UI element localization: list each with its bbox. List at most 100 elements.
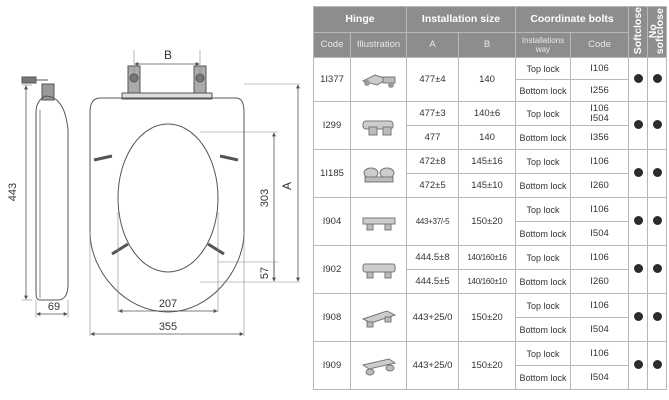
table-row: Bottom lock I504 [314, 365, 667, 391]
bumper-left-bottom [111, 242, 129, 256]
bolt-code: I504 [570, 317, 630, 343]
hinge-185-illustration [363, 167, 394, 183]
hinge-illustration [349, 293, 408, 343]
hinge-illustration [349, 57, 408, 103]
no-softclose-dot [647, 149, 668, 199]
softclose-dot [628, 245, 649, 295]
hinge-377-illustration [361, 74, 395, 88]
size-b: 145±16 [458, 149, 517, 175]
bolt-code: I256 [570, 79, 630, 103]
bolt-code: I106 [570, 149, 630, 175]
size-b: 150±20 [458, 197, 517, 247]
hinge-code: I902 [313, 245, 351, 295]
install-way: Bottom lock [515, 269, 572, 295]
subheader-bolt-code: Code [570, 31, 630, 59]
size-a: 443+25/0 [406, 341, 460, 391]
no-softclose-dot [647, 293, 668, 343]
front-view [89, 65, 245, 313]
bolt-code: I106 [570, 341, 630, 367]
hinge-illustration [349, 341, 408, 391]
hinge-908-illustration [361, 310, 396, 328]
size-a: 477±4 [406, 57, 460, 103]
hinge-902-illustration [362, 263, 395, 279]
dim-303-label: 303 [259, 189, 271, 207]
install-way: Top lock [515, 57, 572, 81]
subheader-illustration: Illustration [349, 31, 408, 59]
header-softclose: Softclose [628, 5, 649, 59]
size-b: 150±20 [458, 341, 517, 391]
bolt-code: I260 [570, 269, 630, 295]
seat-outline [89, 97, 245, 313]
no-softclose-dot [647, 57, 668, 103]
table-row: Bottom lock I504 [314, 317, 667, 343]
table-row: I908 443+25/0 150±20 Top lock I106 [313, 293, 668, 343]
subheader-b: B [458, 31, 517, 59]
bolt-code-bottom: I504 [590, 112, 609, 124]
dim-69-label: 69 [48, 301, 60, 313]
install-way: Bottom lock [515, 365, 572, 391]
install-way: Bottom lock [515, 173, 572, 199]
hinge-code: I299 [313, 101, 351, 151]
size-b: 140 [458, 57, 517, 103]
front-extension-lines [89, 50, 300, 336]
dim-355-label: 355 [159, 321, 177, 333]
size-b: 140/160±10 [458, 269, 517, 295]
side-view [21, 76, 69, 318]
install-way: Bottom lock [515, 79, 572, 103]
dim-b-label: B [164, 48, 172, 62]
bolt-code: I106 [570, 197, 630, 223]
size-b: 140 [458, 125, 517, 151]
header-hinge: Hinge [312, 6, 408, 33]
header-no-softclose: No softclose [647, 5, 668, 59]
hinge-left-bolt [129, 73, 139, 83]
subheader-code: Code [313, 31, 351, 59]
hinge-904-illustration [362, 217, 395, 231]
bolt-code-top: I106 [590, 102, 609, 114]
hinge-illustration [349, 245, 408, 295]
side-seat-profile [35, 95, 69, 301]
subheader-installations-way: Installations way [515, 31, 572, 59]
bolt-code: I106 I504 [570, 101, 630, 127]
hinge-code: I908 [313, 293, 351, 343]
table-row: I902 444.5±8 140/160±16 Top lock I106 [313, 245, 668, 295]
hinge-illustration [349, 149, 408, 199]
softclose-dot [628, 341, 649, 391]
no-softclose-dot [647, 245, 668, 295]
size-a: 444.5±5 [406, 269, 460, 295]
bumper-right-top [219, 154, 239, 162]
table-row: 1I185 472±8 145±16 Top lock I106 [313, 149, 668, 199]
hinge-909-illustration [361, 358, 396, 376]
table-row: Bottom lock I504 [314, 221, 667, 247]
install-way: Top lock [515, 101, 572, 127]
side-bolt-nut [21, 76, 37, 84]
softclose-dot [628, 293, 649, 343]
hinge-illustration [349, 197, 408, 247]
size-a: 477±3 [406, 101, 460, 127]
install-way: Top lock [515, 341, 572, 367]
bolt-code: I106 [570, 293, 630, 319]
bumper-left-top [93, 154, 113, 162]
bolt-code: I356 [570, 125, 630, 151]
hinge-code: I909 [313, 341, 351, 391]
bolt-code: I504 [570, 221, 630, 247]
bolt-code: I106 [570, 245, 630, 271]
bolt-code: I504 [570, 365, 630, 391]
table-row: I909 443+25/0 150±20 Top lock I106 [313, 341, 668, 391]
seat-opening [117, 123, 219, 273]
subheader-a: A [406, 31, 460, 59]
table-row: 1I377 477±4 140 Top lock I106 [313, 57, 668, 103]
size-b: 140/160±16 [458, 245, 517, 271]
install-way: Bottom lock [515, 317, 572, 343]
table-row: I299 477±3 140±6 Top lock I106 I504 [313, 101, 668, 151]
bolt-code: I106 [570, 57, 630, 81]
install-way: Top lock [515, 293, 572, 319]
install-way: Top lock [515, 149, 572, 175]
size-a: 477 [406, 125, 460, 151]
header-installation-size: Installation size [406, 6, 517, 33]
install-way: Bottom lock [515, 221, 572, 247]
softclose-dot [628, 101, 649, 151]
size-a: 443+37/-5 [406, 197, 460, 247]
hinge-code: 1I185 [313, 149, 351, 199]
size-b: 150±20 [458, 293, 517, 343]
table-row: I904 443+37/-5 150±20 Top lock I106 [313, 197, 668, 247]
